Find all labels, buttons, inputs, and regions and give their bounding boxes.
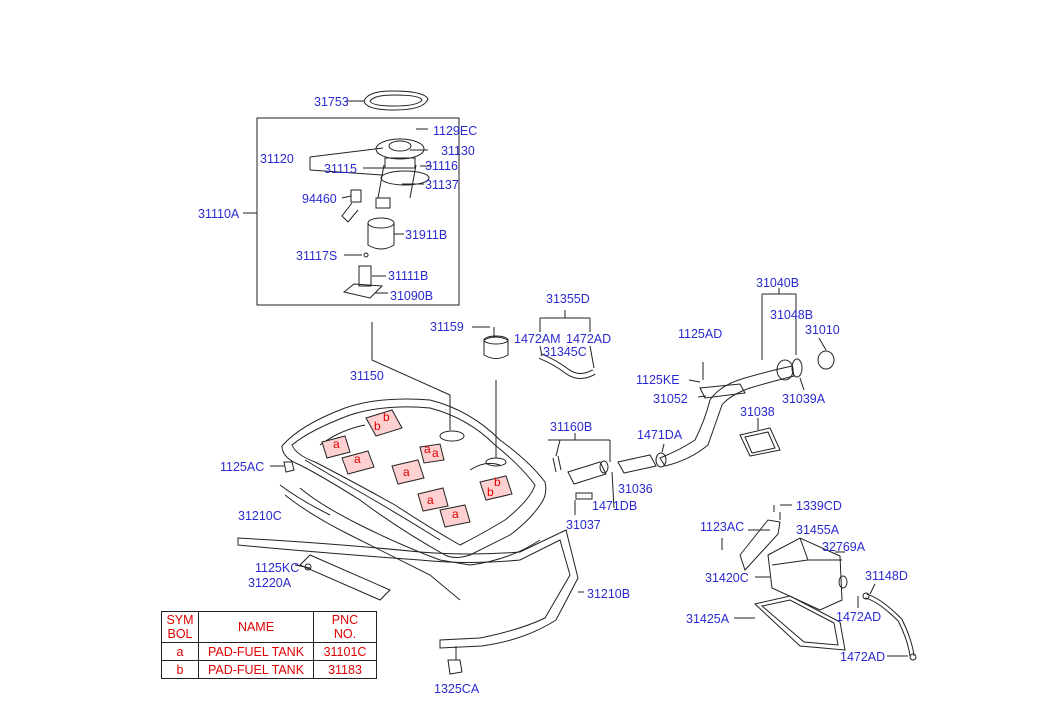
callout-31220A: 31220A — [248, 576, 292, 590]
legend-row: b PAD-FUEL TANK 31183 — [161, 660, 377, 679]
legend-pnc: 31101C — [313, 642, 377, 661]
callout-1325CA: 1325CA — [434, 682, 480, 696]
callout-31150: 31150 — [350, 369, 384, 383]
fuel-tank-body — [281, 398, 547, 558]
callout-1472AD-top: 1472AD — [566, 332, 612, 346]
callout-1125KC: 1125KC — [255, 561, 300, 575]
callout-31052: 31052 — [653, 392, 688, 406]
callout-1471DA: 1471DA — [637, 428, 683, 442]
callout-31148D: 31148D — [865, 569, 908, 583]
callout-31210B: 31210B — [587, 587, 631, 601]
callout-31117S: 31117S — [296, 249, 338, 263]
callout-31160B: 31160B — [550, 420, 593, 434]
callout-1471DB: 1471DB — [592, 499, 638, 513]
legend-pnc: 31183 — [313, 660, 377, 679]
callout-1125AC: 1125AC — [220, 460, 265, 474]
pad-marker-a: a — [452, 507, 459, 521]
callout-31115: 31115 — [324, 162, 357, 176]
fuel-tank-pads — [321, 409, 513, 528]
pad-marker-a: a — [424, 442, 431, 456]
pad-marker-b: b — [487, 485, 494, 499]
callout-31120: 31120 — [260, 152, 294, 166]
callout-31159: 31159 — [430, 320, 464, 334]
pad-marker-a: a — [427, 493, 434, 507]
legend-name: PAD-FUEL TANK — [198, 642, 314, 661]
callout-31210C: 31210C — [238, 509, 282, 523]
symbol-legend-table: SYM BOL NAME PNC NO. a PAD-FUEL TANK 311… — [161, 611, 377, 679]
callout-31037: 31037 — [566, 518, 601, 532]
pad-marker-a: a — [432, 446, 439, 460]
callout-31038: 31038 — [740, 405, 775, 419]
callout-31425A: 31425A — [686, 612, 730, 626]
pad-marker-a: a — [403, 465, 410, 479]
callout-31090B: 31090B — [390, 289, 434, 303]
callout-1472AD-mid: 1472AD — [836, 610, 882, 624]
callout-1123AC: 1123AC — [700, 520, 745, 534]
legend-symbol: b — [161, 660, 199, 679]
callout-31036: 31036 — [618, 482, 653, 496]
strap-31210C — [237, 529, 579, 649]
callout-1472AD-bot: 1472AD — [840, 650, 886, 664]
legend-symbol: a — [161, 642, 199, 661]
callout-1472AM: 1472AM — [514, 332, 561, 346]
callout-94460: 94460 — [302, 192, 337, 206]
legend-header-row: SYM BOL NAME PNC NO. — [161, 611, 377, 643]
callout-31010: 31010 — [805, 323, 840, 337]
callout-31048B: 31048B — [770, 308, 814, 322]
callout-1129EC: 1129EC — [433, 124, 478, 138]
callout-31039A: 31039A — [782, 392, 826, 406]
callout-31040B: 31040B — [756, 276, 800, 290]
callout-31130: 31130 — [441, 144, 475, 158]
legend-header-name: NAME — [198, 611, 314, 643]
legend-header-symbol: SYM BOL — [161, 611, 199, 643]
legend-header-pnc: PNC NO. — [313, 611, 377, 643]
callout-31355D: 31355D — [546, 292, 590, 306]
legend-row: a PAD-FUEL TANK 31101C — [161, 642, 377, 661]
pad-marker-b: b — [374, 419, 381, 433]
callout-31345C: 31345C — [543, 345, 587, 359]
callout-31911B: 31911B — [405, 228, 448, 242]
callout-31137: 31137 — [425, 178, 459, 192]
callout-31420C: 31420C — [705, 571, 749, 585]
gasket-31753 — [363, 90, 429, 111]
tray-31425A — [753, 595, 846, 651]
callout-31116: 31116 — [425, 159, 458, 173]
callout-1125KE: 1125KE — [636, 373, 680, 387]
legend-name: PAD-FUEL TANK — [198, 660, 314, 679]
callout-1339CD: 1339CD — [796, 499, 842, 513]
callout-31110A: 31110A — [198, 207, 240, 221]
callout-1125AD: 1125AD — [678, 327, 723, 341]
pump-module-box — [256, 117, 460, 306]
pad-marker-a: a — [333, 437, 340, 451]
pad-marker-a: a — [354, 452, 361, 466]
pad-marker-b: b — [383, 410, 390, 424]
callout-31753: 31753 — [314, 95, 349, 109]
callout-31111B: 31111B — [388, 269, 429, 283]
diagram-line-art — [237, 90, 917, 675]
callout-31455A: 31455A — [796, 523, 840, 537]
pad-marker-b: b — [494, 475, 501, 489]
callout-32769A: 32769A — [822, 540, 866, 554]
